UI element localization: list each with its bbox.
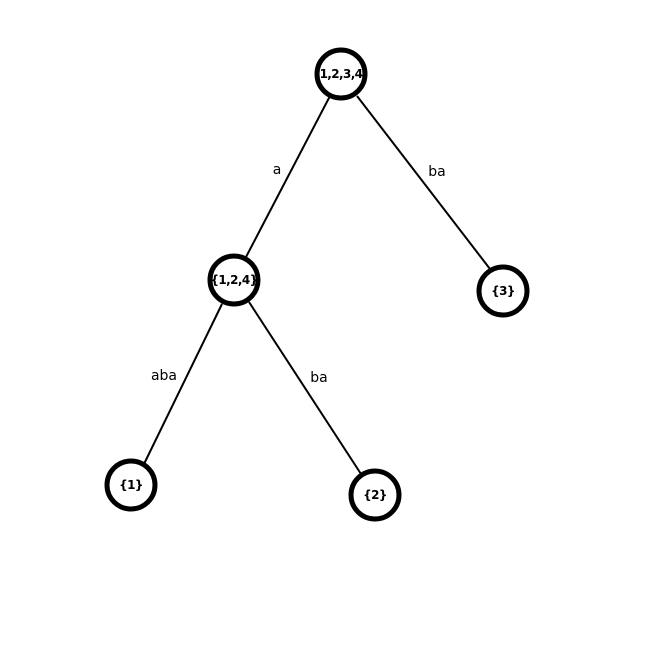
node-label-n124: {1,2,4}	[210, 273, 257, 287]
node-label-n2: {2}	[363, 488, 387, 502]
node-n3: {3}	[476, 264, 530, 318]
edge-label-root-n3: ba	[428, 164, 445, 180]
node-n2: {2}	[348, 468, 402, 522]
edge-label-n124-n1: aba	[151, 368, 177, 384]
edge-label-root-n124: a	[273, 162, 282, 178]
edge-root-n124	[245, 95, 331, 258]
node-label-n1: {1}	[119, 478, 143, 492]
edge-n124-n1	[143, 303, 223, 465]
node-n1: {1}	[104, 458, 158, 512]
edge-label-n124-n2: ba	[310, 370, 327, 386]
node-label-root: 1,2,3,4	[320, 67, 363, 81]
node-root: 1,2,3,4	[314, 47, 368, 101]
node-n124: {1,2,4}	[207, 253, 261, 307]
edge-root-n3	[356, 95, 491, 270]
node-label-n3: {3}	[491, 284, 515, 298]
edge-n124-n2	[248, 301, 362, 475]
